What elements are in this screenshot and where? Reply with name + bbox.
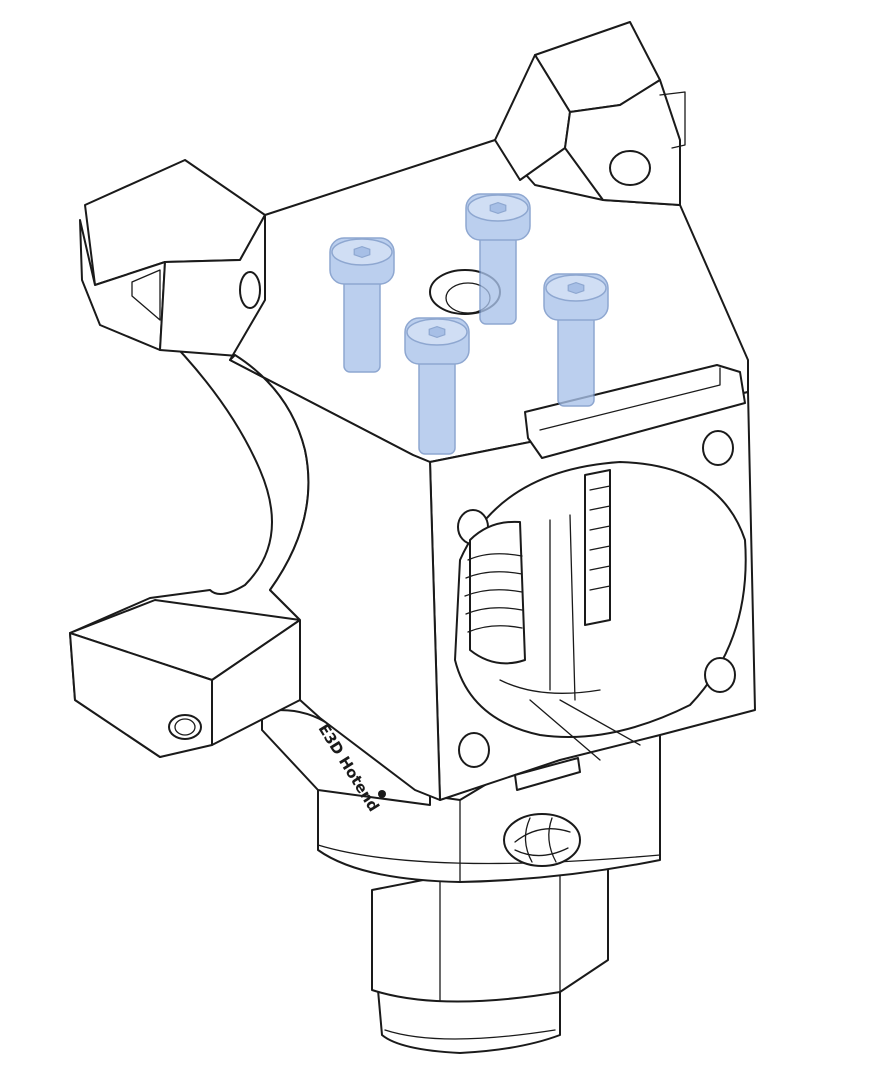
side-face bbox=[229, 354, 441, 801]
ear-left-slot bbox=[131, 269, 161, 321]
screw-3 bbox=[404, 317, 470, 455]
collar-edge bbox=[317, 844, 661, 865]
fan-hole-bl bbox=[458, 732, 490, 768]
screw-shaft bbox=[343, 277, 381, 373]
hex-socket-icon bbox=[353, 245, 371, 259]
screw-4 bbox=[543, 273, 609, 407]
ear-right bbox=[494, 21, 686, 206]
screw-2 bbox=[465, 193, 531, 325]
bottom-tab bbox=[514, 757, 581, 791]
screw-shaft bbox=[557, 313, 595, 407]
screws-group bbox=[329, 193, 609, 455]
e3d-logo-icon bbox=[503, 813, 581, 867]
fan-hole-br bbox=[704, 657, 736, 693]
ear-right-front bbox=[494, 54, 571, 181]
arm-hole-inner bbox=[174, 718, 196, 736]
fan-hole-tr bbox=[702, 430, 734, 466]
ear-left-hole bbox=[239, 271, 261, 309]
fan-slot bbox=[524, 364, 746, 459]
ear-left bbox=[79, 159, 271, 357]
arm-hole-outer bbox=[168, 714, 202, 740]
screw-shaft bbox=[479, 233, 517, 325]
brand-dot bbox=[378, 790, 386, 798]
hex-socket-icon bbox=[489, 201, 507, 215]
left-arm bbox=[69, 329, 310, 758]
nozzle-edge bbox=[384, 1029, 556, 1040]
heatsink bbox=[464, 469, 641, 761]
heater-block bbox=[371, 859, 609, 1003]
fin-stack bbox=[584, 469, 611, 626]
ear-right-slot bbox=[659, 91, 686, 149]
hex-socket-icon bbox=[428, 325, 446, 339]
screw-shaft bbox=[418, 357, 456, 455]
ear-right-hole bbox=[609, 150, 651, 186]
screw-1 bbox=[329, 237, 395, 373]
hex-socket-icon bbox=[567, 281, 585, 295]
fan-slot-edge bbox=[539, 367, 721, 431]
ear-right-side bbox=[564, 79, 681, 206]
